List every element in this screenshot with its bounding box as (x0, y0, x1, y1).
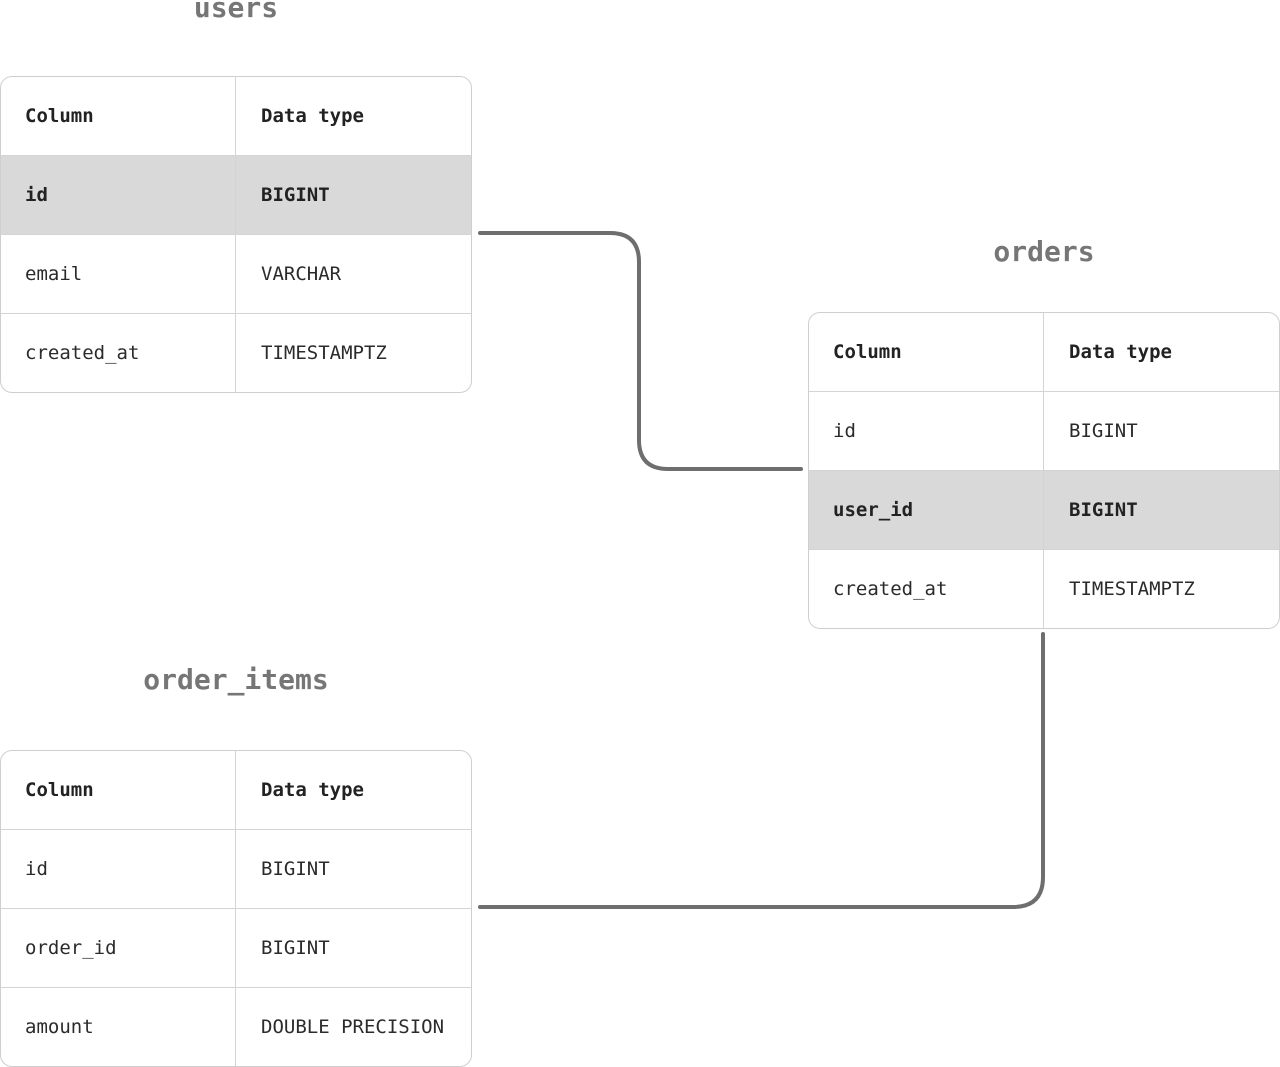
connector-users-id-to-orders-user-id (478, 231, 803, 471)
table-row-orders-user-id[interactable]: user_id BIGINT (809, 470, 1279, 549)
table-header-row: Column Data type (1, 751, 471, 829)
header-data-type: Data type (261, 779, 364, 801)
column-name: email (1, 235, 236, 313)
table-header-row: Column Data type (1, 77, 471, 155)
connector-orders-id-to-order-items-order-id (478, 632, 1045, 909)
column-type: BIGINT (1069, 499, 1138, 521)
column-name: user_id (809, 471, 1044, 549)
table-header-row: Column Data type (809, 313, 1279, 391)
header-column: Column (1, 77, 236, 155)
table-row-order-items-id[interactable]: id BIGINT (1, 829, 471, 908)
table-row-users-email[interactable]: email VARCHAR (1, 234, 471, 313)
column-name: created_at (1, 314, 236, 392)
column-type: DOUBLE PRECISION (261, 1016, 445, 1038)
table-row-users-created-at[interactable]: created_at TIMESTAMPTZ (1, 313, 471, 392)
table-title-order-items: order_items (143, 663, 329, 696)
table-row-order-items-order-id[interactable]: order_id BIGINT (1, 908, 471, 987)
table-title-orders: orders (993, 235, 1095, 268)
column-type: TIMESTAMPTZ (261, 342, 387, 364)
column-type: BIGINT (261, 858, 330, 880)
table-title-users: users (193, 0, 279, 24)
table-order-items: Column Data type id BIGINT order_id BIGI… (0, 750, 472, 1067)
table-row-orders-created-at[interactable]: created_at TIMESTAMPTZ (809, 549, 1279, 628)
column-type: BIGINT (261, 184, 330, 206)
column-name: id (1, 156, 236, 234)
column-name: amount (1, 988, 236, 1066)
table-row-order-items-amount[interactable]: amount DOUBLE PRECISION (1, 987, 471, 1066)
column-type: TIMESTAMPTZ (1069, 578, 1195, 600)
header-data-type: Data type (1069, 341, 1172, 363)
table-row-users-id[interactable]: id BIGINT (1, 155, 471, 234)
column-name: id (809, 392, 1044, 470)
table-users: Column Data type id BIGINT email VARCHAR… (0, 76, 472, 393)
column-type: BIGINT (1069, 420, 1138, 442)
table-orders: Column Data type id BIGINT user_id BIGIN… (808, 312, 1280, 629)
header-column: Column (809, 313, 1044, 391)
column-type: BIGINT (261, 937, 330, 959)
header-column: Column (1, 751, 236, 829)
table-row-orders-id[interactable]: id BIGINT (809, 391, 1279, 470)
column-name: created_at (809, 550, 1044, 628)
header-data-type: Data type (261, 105, 364, 127)
column-type: VARCHAR (261, 263, 342, 285)
column-name: order_id (1, 909, 236, 987)
column-name: id (1, 830, 236, 908)
